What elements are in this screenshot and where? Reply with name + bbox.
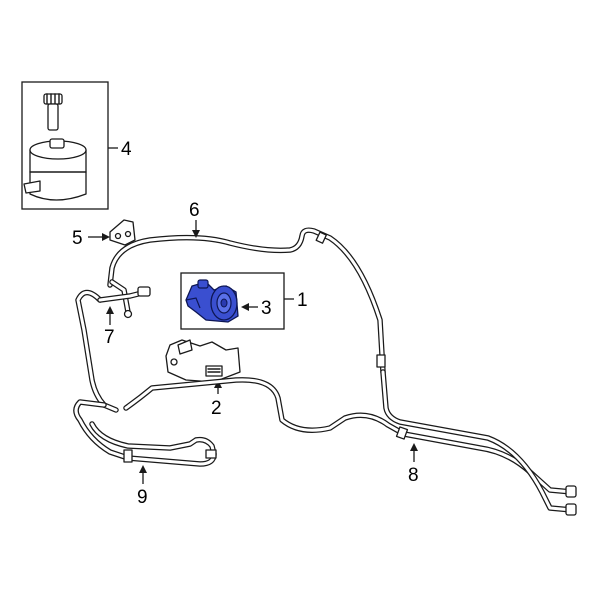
callout-7-arrow — [106, 306, 114, 314]
callout-3-arrow — [241, 303, 249, 311]
callout-1: 1 — [297, 290, 308, 311]
return-line-icon — [123, 369, 577, 516]
callout-7: 7 — [104, 327, 115, 348]
callout-6: 6 — [189, 200, 200, 221]
power-steering-pump-icon — [185, 279, 239, 323]
callout-8: 8 — [408, 465, 419, 486]
hose-icon — [75, 279, 151, 413]
callout-6-arrow — [192, 230, 200, 238]
callout-5-arrow — [102, 233, 110, 241]
callout-5: 5 — [72, 228, 83, 249]
pressure-line-icon — [107, 227, 386, 375]
callout-2: 2 — [211, 398, 222, 419]
callout-4: 4 — [121, 139, 132, 160]
reservoir-icon — [23, 138, 87, 201]
callout-3: 3 — [261, 298, 272, 319]
callout-8-arrow — [410, 443, 418, 451]
pump-mounting-bracket-icon — [165, 339, 241, 383]
reservoir-inset — [21, 81, 109, 210]
cooler-line-icon — [73, 399, 217, 467]
reservoir-cap-icon — [43, 93, 63, 131]
callout-9: 9 — [137, 487, 148, 508]
callout-9-arrow — [139, 465, 147, 473]
clip-bracket-icon — [109, 219, 136, 246]
